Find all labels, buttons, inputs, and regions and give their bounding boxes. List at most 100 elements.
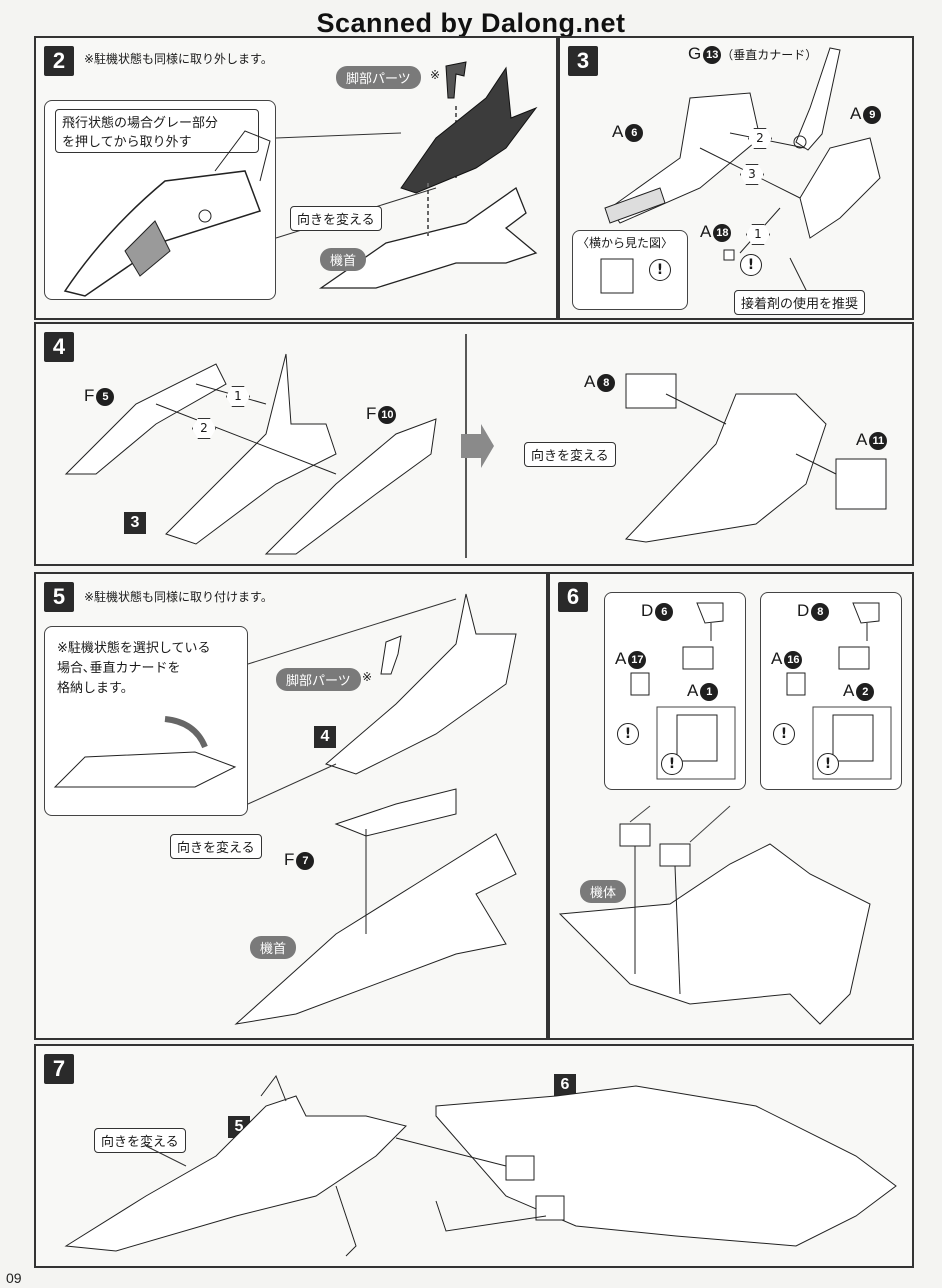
side-view-drawing [600,258,634,294]
glue-recommended-callout: 接着剤の使用を推奨 [734,290,866,315]
leg-parts-label: 脚部パーツ [276,668,361,691]
step-number: 4 [44,332,74,362]
step4-left-drawing [64,334,887,558]
side-view-title: 〈横から見た図〉 [577,236,674,250]
asterisk-mark: ※ [362,670,373,684]
canard-note-line-3: 格納します。 [57,681,134,696]
canard-inset-drawing [53,716,237,788]
canard-note-line-1: ※駐機状態を選択している [57,641,211,656]
canard-label: （垂直カナード） [721,48,818,62]
leg-parts-label: 脚部パーツ [336,66,421,89]
part-letter: A [700,222,712,241]
part-letter: D [797,601,810,620]
step-note: ※駐機状態も同様に取り外します。 [84,52,273,66]
part-number-badge: 10 [378,405,397,424]
part-number-badge: 11 [869,431,888,450]
part-letter: A [612,122,624,141]
part-letter: A [843,681,855,700]
asterisk-mark: ※ [430,68,441,82]
callout-line-1: 飛行状態の場合グレー部分 [62,116,219,131]
callout-line-2: を押してから取り外す [62,135,192,150]
warning-icon: ! [649,259,671,281]
step-7-panel: 7 向きを変える 5 6 [34,1044,914,1268]
order-marker-2: 2 [748,128,772,149]
order-marker-2: 2 [192,418,216,439]
order-marker-1: 1 [746,224,770,245]
step-6-reference: 6 [554,1074,576,1096]
canard-note: ※駐機状態を選択している 場合､垂直カナードを 格納します。 [57,639,211,699]
warning-icon: ! [773,723,795,745]
part-letter: A [771,649,783,668]
gray-part-callout: 飛行状態の場合グレー部分 を押してから取り外す [55,109,259,153]
part-letter: F [284,850,295,869]
part-letter: A [584,372,596,391]
detail-inset: 飛行状態の場合グレー部分 を押してから取り外す [44,100,276,300]
part-number-badge: 9 [863,105,882,124]
part-letter: A [850,104,862,123]
part-letter: D [641,601,654,620]
part-letter: A [615,649,627,668]
order-marker-3: 3 [740,164,764,185]
step2-drawing [275,61,538,289]
part-letter: F [366,404,377,423]
part-number-badge: 17 [628,650,647,669]
page-number: 09 [6,1270,22,1286]
watermark: Scanned by Dalong.net [316,8,626,38]
step-number: 6 [558,582,588,612]
part-number-badge: 18 [713,223,732,242]
nose-label: 機首 [320,248,367,271]
turn-around-callout: 向きを変える [524,442,616,467]
part-letter: G [688,44,702,63]
step-note: ※駐機状態も同様に取り付けます。 [84,590,273,604]
part-number-badge: 6 [625,123,644,142]
part-number-badge: 6 [655,602,674,621]
turn-around-callout: 向きを変える [94,1128,186,1153]
warning-icon: ! [817,753,839,775]
part-number-badge: 1 [700,682,719,701]
side-view-inset: 〈横から見た図〉 ! [572,230,688,310]
part-number-badge: 2 [856,682,875,701]
part-number-badge: 5 [96,387,115,406]
part-letter: F [84,386,95,405]
step-3-reference: 3 [124,512,146,534]
step7-drawing [64,1074,897,1257]
part-number-badge: 8 [597,373,616,392]
step-5-panel: 5 ※駐機状態も同様に取り付けます。 ※駐機状態を選択している 場合､垂直カナー… [34,572,548,1040]
warning-icon: ! [661,753,683,775]
step-2-panel: 2 ※駐機状態も同様に取り外します。 脚部パーツ ※ 飛行状態の場合グレー部分 … [34,36,558,320]
step-number: 2 [44,46,74,76]
step-number: 3 [568,46,598,76]
body-label: 機体 [580,880,627,903]
warning-icon: ! [740,254,762,276]
part-number-badge: 16 [784,650,803,669]
step-number: 5 [44,582,74,612]
warning-icon: ! [617,723,639,745]
part-number-badge: 13 [703,45,722,64]
part-number-badge: 7 [296,851,315,870]
right-parts-drawing [786,602,892,780]
step6-drawing [558,805,871,1025]
canard-note-line-2: 場合､垂直カナードを [57,661,181,676]
canard-detail-inset: ※駐機状態を選択している 場合､垂直カナードを 格納します。 [44,626,248,816]
turn-around-callout: 向きを変える [170,834,262,859]
part-number-badge: 8 [811,602,830,621]
